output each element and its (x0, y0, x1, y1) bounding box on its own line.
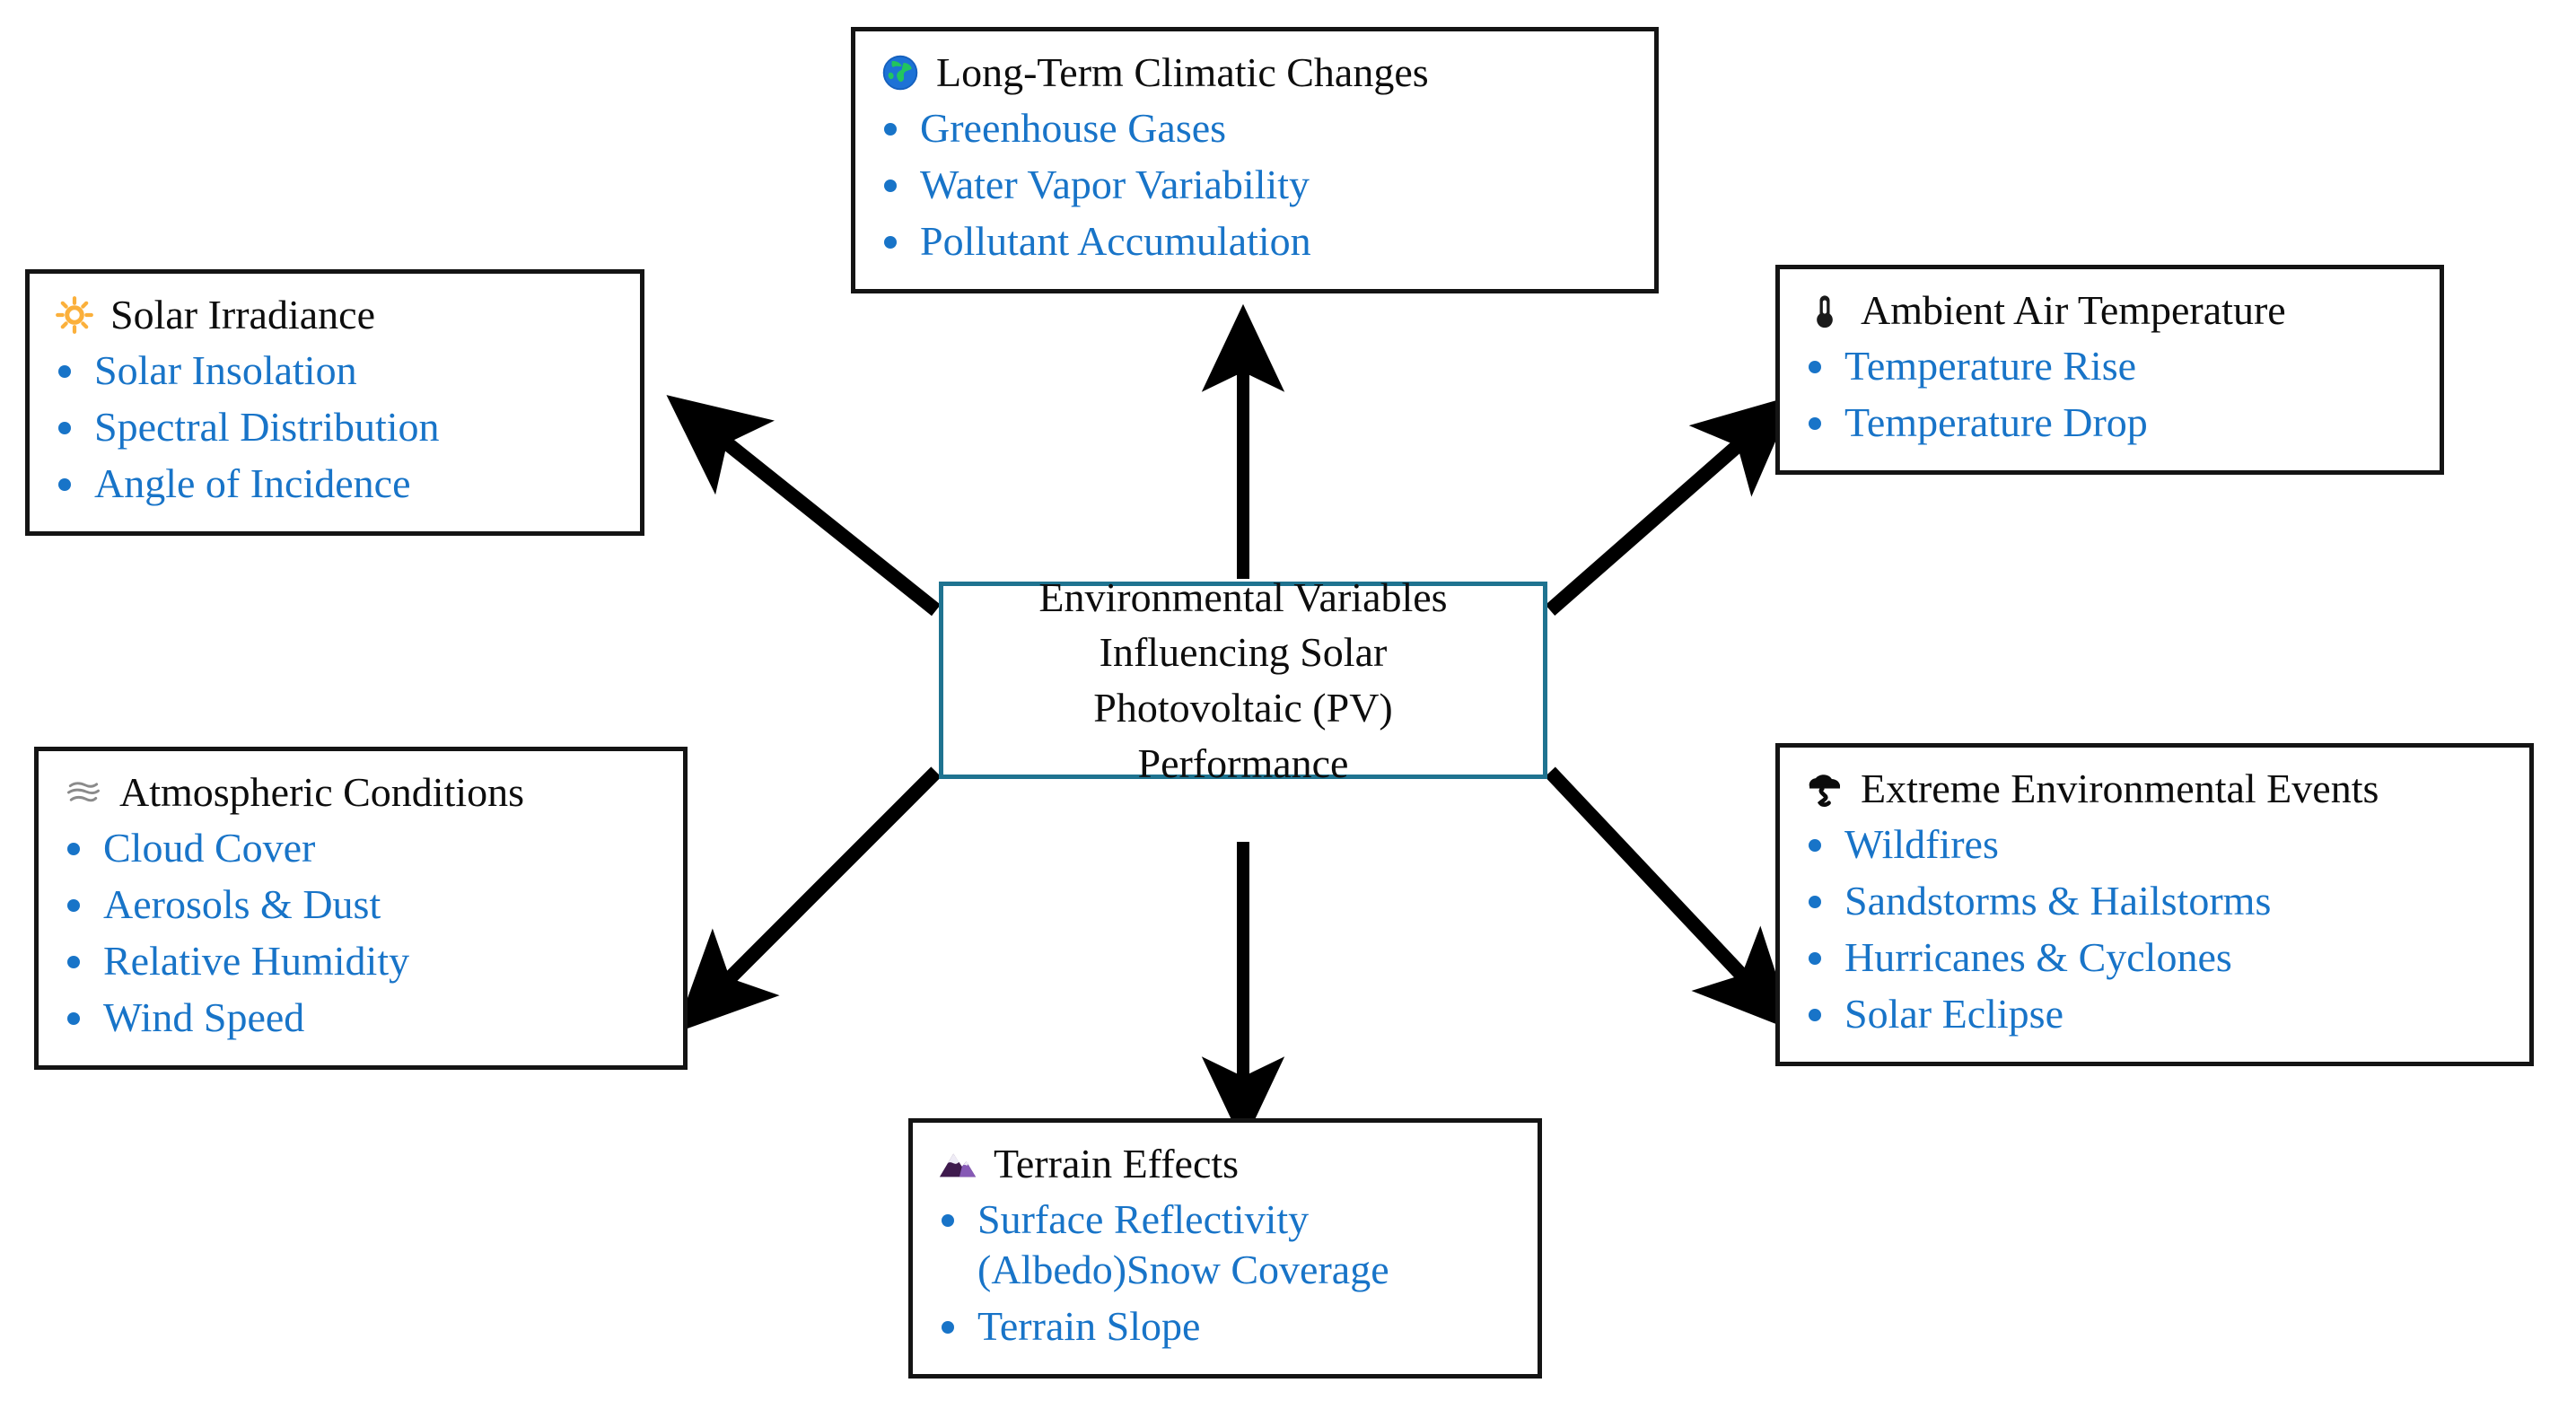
node-terrain-effects[interactable]: Terrain Effects Surface Reflectivity (Al… (908, 1118, 1542, 1379)
globe-earth-icon (879, 51, 922, 94)
list-item[interactable]: Angle of Incidence (49, 459, 620, 509)
bullet-icon (942, 1321, 954, 1335)
node-extreme-environmental-events[interactable]: Extreme Environmental Events Wildfires S… (1775, 743, 2534, 1067)
center-line-2: Influencing Solar (1099, 629, 1388, 676)
list-item[interactable]: Sandstorms & Hailstorms (1800, 876, 2510, 926)
list-item-label: Hurricanes & Cyclones (1844, 934, 2232, 981)
list-item[interactable]: Hurricanes & Cyclones (1800, 932, 2510, 983)
list-item[interactable]: Cloud Cover (58, 823, 663, 873)
bullet-icon (942, 1213, 954, 1227)
list-item[interactable]: Solar Insolation (49, 346, 620, 396)
sun-icon (53, 293, 96, 337)
bullet-icon (884, 179, 897, 192)
node-solar-irradiance-list: Solar Insolation Spectral Distribution A… (49, 346, 620, 509)
node-atmospheric-conditions-header: Atmospheric Conditions (62, 769, 663, 817)
storm-cloud-icon (1803, 767, 1846, 810)
list-item[interactable]: Spectral Distribution (49, 402, 620, 452)
fog-icon (62, 771, 105, 814)
arrow-to-ambient-air-temperature (1545, 394, 1796, 617)
center-line-1: Environmental Variables (1038, 573, 1448, 620)
list-item-label: Greenhouse Gases (920, 104, 1227, 151)
arrow-to-extreme-environmental-events (1545, 766, 1795, 1032)
node-long-term-climatic-changes-list: Greenhouse Gases Water Vapor Variability… (875, 103, 1634, 267)
node-extreme-environmental-events-header: Extreme Environmental Events (1803, 766, 2510, 813)
bullet-icon (1809, 1009, 1821, 1022)
bullet-icon (1809, 838, 1821, 852)
node-ambient-air-temperature-list: Temperature Rise Temperature Drop (1800, 341, 2420, 448)
node-terrain-effects-title: Terrain Effects (994, 1141, 1240, 1186)
bullet-icon (884, 236, 897, 249)
node-long-term-climatic-changes-title: Long-Term Climatic Changes (936, 49, 1429, 95)
list-item[interactable]: Relative Humidity (58, 936, 663, 986)
node-terrain-effects-header: Terrain Effects (936, 1141, 1518, 1188)
bullet-icon (67, 956, 80, 969)
node-long-term-climatic-changes-header: Long-Term Climatic Changes (879, 49, 1634, 97)
list-item-label: Solar Insolation (94, 346, 357, 393)
node-ambient-air-temperature[interactable]: Ambient Air Temperature Temperature Rise… (1775, 265, 2444, 476)
thermometer-icon (1803, 289, 1846, 332)
center-node-text: Environmental Variables Influencing Sola… (1038, 570, 1447, 792)
arrow-to-solar-irradiance (666, 395, 941, 617)
list-item[interactable]: Terrain Slope (933, 1301, 1518, 1352)
bullet-icon (58, 422, 71, 434)
bullet-icon (1809, 952, 1821, 966)
node-atmospheric-conditions[interactable]: Atmospheric Conditions Cloud Cover Aeros… (34, 747, 688, 1071)
list-item-label: Angle of Incidence (94, 460, 411, 507)
node-atmospheric-conditions-list: Cloud Cover Aerosols & Dust Relative Hum… (58, 823, 663, 1043)
bullet-icon (58, 364, 71, 378)
center-line-4: Performance (1137, 740, 1349, 786)
node-ambient-air-temperature-title: Ambient Air Temperature (1861, 287, 2286, 333)
list-item-label: Wildfires (1844, 820, 1999, 867)
node-solar-irradiance[interactable]: Solar Irradiance Solar Insolation Spectr… (25, 269, 644, 537)
list-item[interactable]: Wildfires (1800, 819, 2510, 870)
list-item-label: Aerosols & Dust (103, 881, 381, 927)
list-item-label: Terrain Slope (977, 1303, 1201, 1350)
bullet-icon (58, 478, 71, 492)
list-item[interactable]: Water Vapor Variability (875, 160, 1634, 210)
bullet-icon (1809, 417, 1821, 430)
mountain-icon (936, 1142, 979, 1186)
bullet-icon (884, 122, 897, 136)
node-solar-irradiance-header: Solar Irradiance (53, 292, 620, 339)
list-item-label: Water Vapor Variability (920, 162, 1310, 207)
list-item[interactable]: Wind Speed (58, 993, 663, 1043)
bullet-icon (1809, 360, 1821, 373)
list-item-label: Spectral Distribution (94, 404, 440, 450)
bullet-icon (1809, 896, 1821, 908)
node-long-term-climatic-changes[interactable]: Long-Term Climatic Changes Greenhouse Ga… (851, 27, 1659, 294)
bullet-icon (67, 842, 80, 855)
list-item[interactable]: Pollutant Accumulation (875, 216, 1634, 267)
list-item-label: Surface Reflectivity (Albedo)Snow Covera… (977, 1195, 1389, 1292)
node-solar-irradiance-title: Solar Irradiance (110, 292, 376, 337)
list-item[interactable]: Greenhouse Gases (875, 103, 1634, 153)
list-item-label: Relative Humidity (103, 938, 410, 985)
node-terrain-effects-list: Surface Reflectivity (Albedo)Snow Covera… (933, 1195, 1518, 1352)
list-item[interactable]: Temperature Drop (1800, 398, 2420, 448)
center-line-3: Photovoltaic (PV) (1093, 685, 1393, 731)
list-item[interactable]: Surface Reflectivity (Albedo)Snow Covera… (933, 1195, 1518, 1295)
list-item-label: Sandstorms & Hailstorms (1844, 878, 2272, 923)
list-item-label: Wind Speed (103, 994, 305, 1041)
node-atmospheric-conditions-title: Atmospheric Conditions (119, 769, 525, 815)
center-node[interactable]: Environmental Variables Influencing Sola… (939, 574, 1547, 786)
list-item-label: Temperature Rise (1844, 342, 2137, 389)
node-ambient-air-temperature-header: Ambient Air Temperature (1803, 287, 2420, 335)
node-extreme-environmental-events-title: Extreme Environmental Events (1861, 766, 2379, 811)
list-item-label: Temperature Drop (1844, 399, 2148, 445)
list-item[interactable]: Aerosols & Dust (58, 880, 663, 930)
bullet-icon (67, 899, 80, 912)
bullet-icon (67, 1012, 80, 1026)
node-extreme-environmental-events-list: Wildfires Sandstorms & Hailstorms Hurric… (1800, 819, 2510, 1039)
arrow-to-atmospheric-conditions (675, 766, 942, 1033)
list-item-label: Solar Eclipse (1844, 991, 2063, 1037)
list-item-label: Pollutant Accumulation (920, 218, 1311, 265)
list-item[interactable]: Temperature Rise (1800, 341, 2420, 391)
list-item-label: Cloud Cover (103, 824, 316, 871)
list-item[interactable]: Solar Eclipse (1800, 989, 2510, 1039)
